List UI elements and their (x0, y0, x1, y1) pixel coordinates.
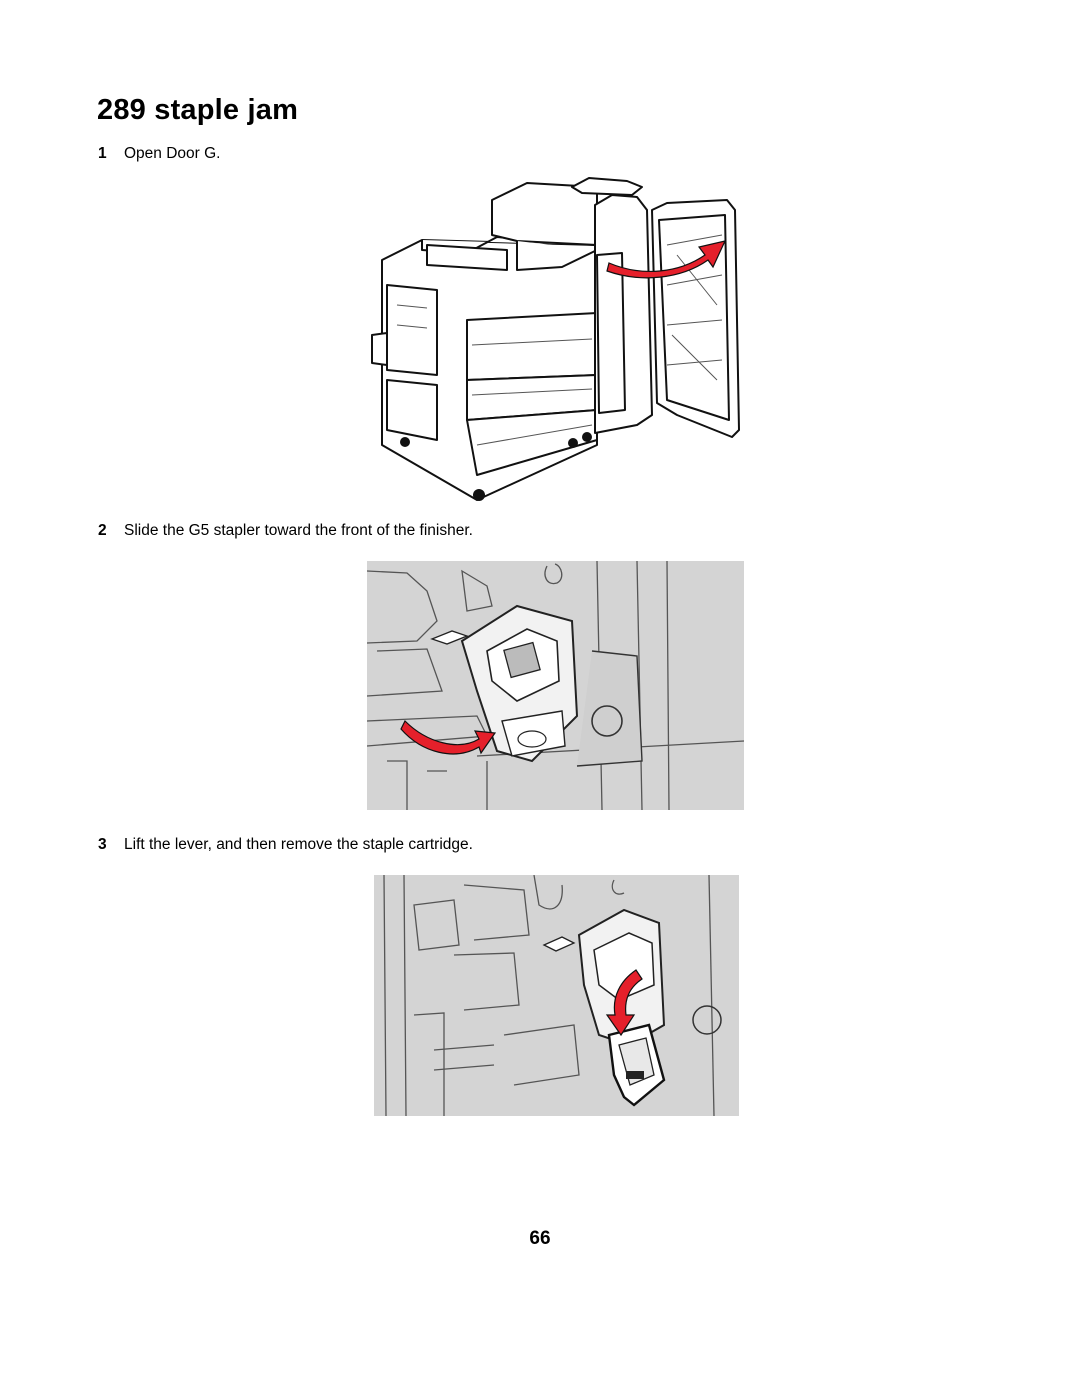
step-number: 1 (98, 145, 107, 162)
arrow-icon (606, 240, 727, 279)
step-3: 3 Lift the lever, and then remove the sta… (98, 836, 473, 854)
step-text: Open Door G. (124, 145, 221, 162)
step-1: 1 Open Door G. (98, 145, 221, 163)
page-number: 66 (529, 1228, 551, 1249)
arrow-icon (400, 719, 497, 755)
step-text: Slide the G5 stapler toward the front of… (124, 522, 473, 539)
step-number: 3 (98, 836, 107, 853)
page-title: 289 staple jam (97, 94, 299, 126)
slide-stapler-photo (366, 560, 745, 815)
step-text: Lift the lever, and then remove the stap… (124, 836, 473, 853)
step-number: 2 (98, 522, 107, 539)
arrow-icon (605, 969, 643, 1037)
remove-cartridge-photo (374, 874, 739, 1121)
step-2: 2 Slide the G5 stapler toward the front o… (98, 522, 473, 540)
printer-open-door-illustration (367, 175, 747, 510)
